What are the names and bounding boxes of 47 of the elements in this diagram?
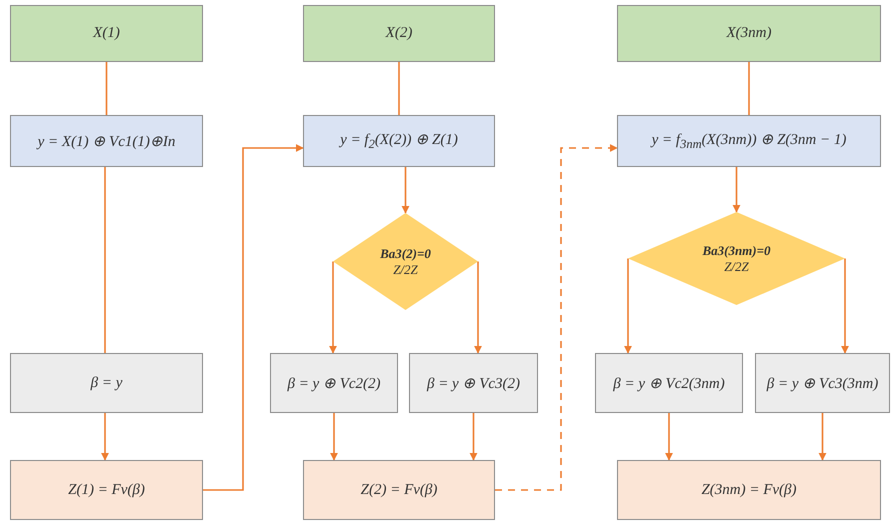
output-box xyxy=(617,460,881,520)
arrow xyxy=(495,144,618,491)
arrow xyxy=(474,262,482,354)
formula-text: Ba3(2)=0 xyxy=(380,246,431,262)
arrow xyxy=(329,262,337,354)
formula-text: Z/2Z xyxy=(724,258,749,274)
input-box xyxy=(617,5,881,62)
arrow xyxy=(101,413,109,461)
formula-text: β = y ⊕ Vc2(2) xyxy=(287,374,381,392)
input-box xyxy=(303,5,495,62)
formula-text: β = y ⊕ Vc2(3nm) xyxy=(613,374,725,392)
output-box xyxy=(303,460,495,520)
output-box xyxy=(10,460,203,520)
decision-diamond xyxy=(628,212,845,305)
process-box xyxy=(303,115,495,167)
arrow xyxy=(330,413,338,461)
formula-text: Z(2) = Fv(β) xyxy=(360,482,438,498)
arrow xyxy=(818,413,826,461)
formula-text: y = X(1) ⊕ Vc1(1)⊕In xyxy=(38,132,176,150)
formula-text: X(3nm) xyxy=(726,25,772,42)
arrow xyxy=(624,258,632,354)
formula-text: X(1) xyxy=(93,25,120,42)
formula-text: β = y ⊕ Vc3(3nm) xyxy=(766,374,878,392)
formula-text: β = y xyxy=(90,374,122,392)
arrow xyxy=(841,258,849,354)
arrow xyxy=(665,413,673,461)
formula-text: Z/2Z xyxy=(393,262,418,278)
formula-text: Z(3nm) = Fv(β) xyxy=(701,482,797,498)
arrow xyxy=(732,167,740,213)
process-box xyxy=(409,353,538,413)
formula-text: Z(1) = Fv(β) xyxy=(68,482,145,498)
arrow xyxy=(470,413,478,461)
process-box xyxy=(755,353,890,413)
formula-text: β = y ⊕ Vc3(2) xyxy=(426,374,520,392)
arrow xyxy=(402,167,410,214)
formula-text: y = f$_{2}$(X(2)) ⊕ Z(1) xyxy=(340,131,458,152)
process-box xyxy=(595,353,743,413)
process-box xyxy=(10,115,203,167)
formula-text: y = f$_{3nm}$(X(3nm)) ⊕ Z(3nm − 1) xyxy=(652,131,846,152)
arrow xyxy=(203,144,304,491)
process-box xyxy=(10,353,203,413)
process-box xyxy=(617,115,881,167)
decision-diamond xyxy=(333,213,478,310)
formula-text: Ba3(3nm)=0 xyxy=(702,242,771,258)
process-box xyxy=(270,353,398,413)
formula-text: X(2) xyxy=(386,25,412,42)
input-box xyxy=(10,5,203,62)
